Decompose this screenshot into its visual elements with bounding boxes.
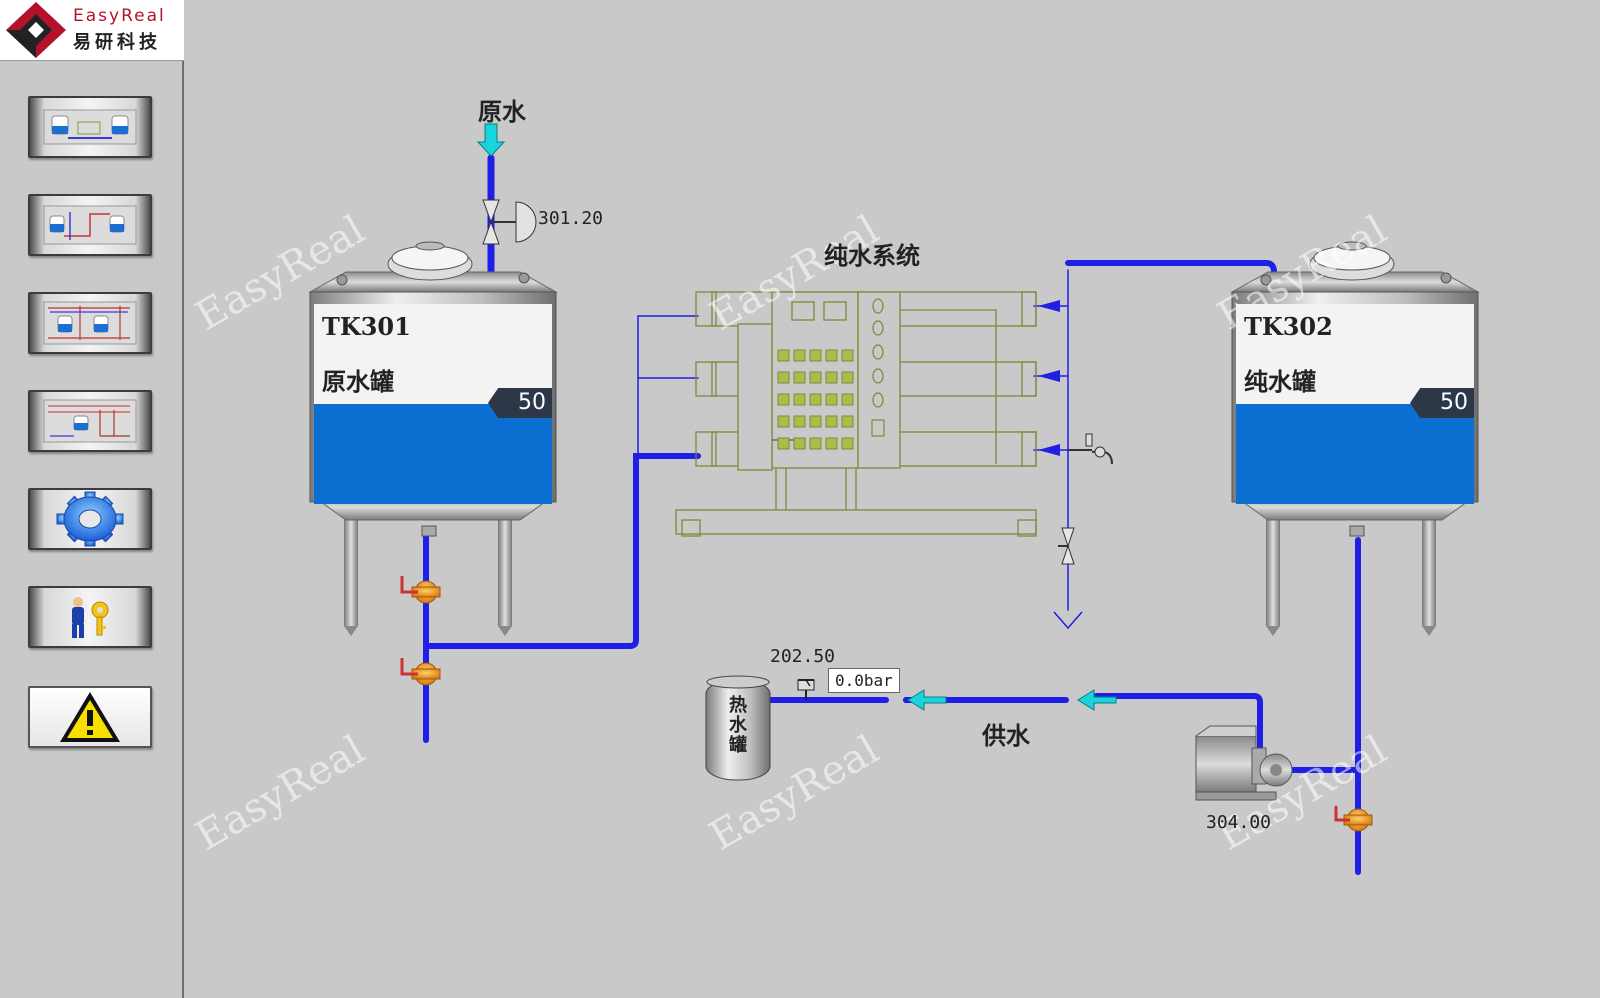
sidebar: EasyReal 易研科技 <box>0 0 184 998</box>
tank-tk301-name: 原水罐 <box>322 368 394 396</box>
nav-overview-button[interactable] <box>28 96 152 158</box>
easyreal-logo-icon <box>6 2 66 58</box>
drain-valve-icon <box>1058 527 1075 565</box>
supply-flow-arrow-1-icon <box>907 689 947 711</box>
sensor-id[interactable]: 202.50 <box>770 646 836 667</box>
tank-tk302-label-area <box>1236 304 1474 404</box>
ro-outlet-arrow-2-icon <box>1038 370 1060 382</box>
nav-user-login-button[interactable] <box>28 586 152 648</box>
tank-tk301-label-area <box>314 304 552 404</box>
manual-valve-3-icon <box>1334 806 1373 832</box>
manual-valve-2-icon <box>400 658 441 686</box>
tank-tk301-level-badge: 50 <box>488 388 552 418</box>
drain-arrow-icon <box>1053 611 1083 630</box>
tank-tk302-name: 纯水罐 <box>1244 368 1316 396</box>
user-login-key-icon <box>72 597 109 638</box>
tank-tk302-water-level <box>1236 404 1474 504</box>
tank-tk301-water-level <box>314 404 552 504</box>
tank-tk302-level-badge: 50 <box>1410 388 1474 418</box>
tank-tk301-panel[interactable]: TK301 原水罐 50 <box>314 304 552 504</box>
tank-tk301-tag: TK301 <box>322 312 411 341</box>
inlet-flow-arrow-icon <box>476 123 506 157</box>
hot-water-tank-label: 热水罐 <box>729 695 747 756</box>
sample-tap-icon <box>1068 433 1113 465</box>
ro-system-equipment <box>675 291 1037 537</box>
overview-screen-icon <box>43 109 137 145</box>
tank-tk302-panel[interactable]: TK302 纯水罐 50 <box>1236 304 1474 504</box>
pressure-readout: 0.0bar <box>828 668 900 693</box>
supply-pump-icon <box>1195 725 1293 801</box>
ro-control-panel-lamps <box>777 349 854 450</box>
process-screen-4-icon <box>43 399 137 443</box>
process-screen-2-icon <box>43 205 137 245</box>
nav-alarm-button[interactable] <box>28 686 152 748</box>
hot-water-tank <box>705 675 771 781</box>
tank-tk302-tag: TK302 <box>1244 312 1333 341</box>
pump-id[interactable]: 304.00 <box>1206 812 1272 833</box>
supply-flow-arrow-2-icon <box>1077 689 1117 711</box>
nav-process-3-button[interactable] <box>28 292 152 354</box>
nav-process-4-button[interactable] <box>28 390 152 452</box>
pressure-sensor-icon <box>797 679 815 700</box>
brand-name-cn: 易研科技 <box>73 32 161 53</box>
ro-outlet-arrow-1-icon <box>1038 300 1060 312</box>
inlet-valve-id[interactable]: 301.20 <box>538 208 604 229</box>
settings-gear-icon <box>56 491 124 547</box>
supply-label: 供水 <box>982 722 1030 750</box>
alarm-warning-icon <box>60 692 120 742</box>
ro-gauges <box>871 298 885 437</box>
brand-name-en: EasyReal <box>73 6 166 26</box>
raw-water-inlet-label: 原水 <box>478 98 526 126</box>
nav-settings-button[interactable] <box>28 488 152 550</box>
ro-outlet-arrow-3-icon <box>1038 444 1060 456</box>
manual-valve-1-icon <box>400 576 441 604</box>
process-diagram: EasyReal EasyReal EasyReal EasyReal Easy… <box>186 0 1600 998</box>
pure-water-system-label[interactable]: 纯水系统 <box>824 242 920 270</box>
flow-arrows <box>476 123 1117 711</box>
inlet-valve-icon <box>482 199 537 245</box>
process-screen-3-icon <box>43 301 137 345</box>
nav-process-2-button[interactable] <box>28 194 152 256</box>
brand-logo: EasyReal 易研科技 <box>0 0 184 61</box>
